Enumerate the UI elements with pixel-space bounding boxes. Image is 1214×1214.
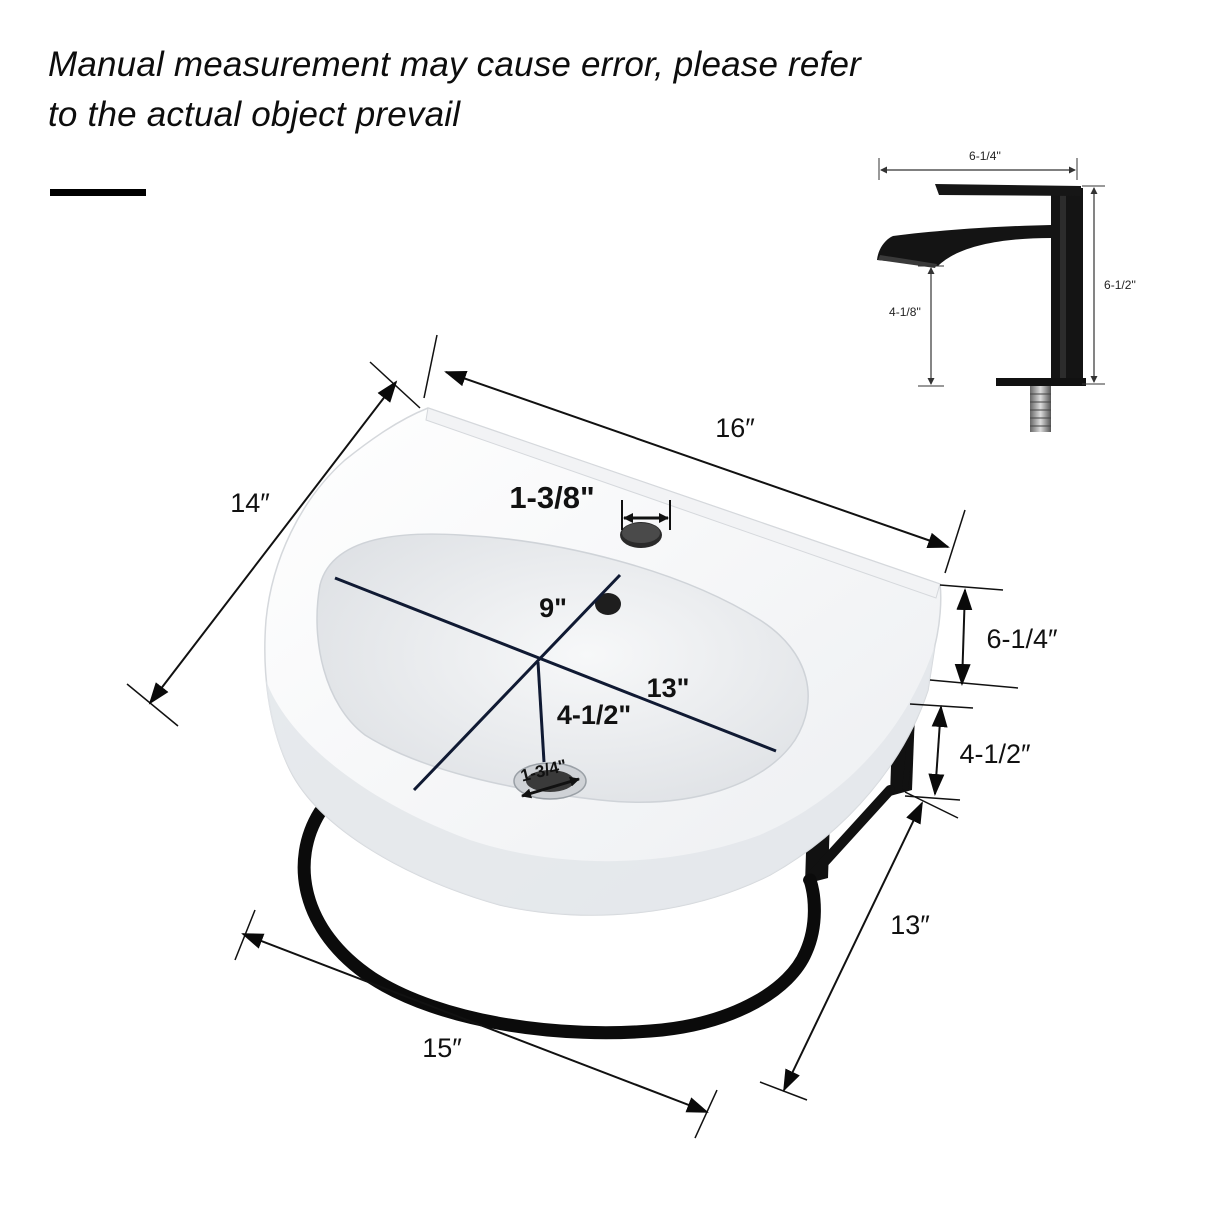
- bowl-depth-label: 9": [539, 593, 567, 623]
- measurement-notice-line-1: Manual measurement may cause error, plea…: [48, 45, 862, 84]
- frame-gap-label: 4-1/2″: [959, 739, 1031, 769]
- faucet-width-label: 6-1/4'': [969, 149, 1001, 163]
- faucet-body: [1051, 188, 1083, 380]
- sink-front-height-label: 6-1/4″: [986, 624, 1058, 654]
- faucet-stem: [1030, 386, 1051, 432]
- frame-depth-dimension-line: [783, 801, 923, 1092]
- frame-width-dimension-line: [241, 933, 709, 1113]
- sink-depth-label: 14″: [230, 488, 270, 518]
- frame-width-label: 15″: [422, 1033, 462, 1063]
- measurement-notice-line-2: to the actual object prevail: [48, 95, 461, 134]
- faucet-height-label: 6-1/2'': [1104, 278, 1136, 292]
- faucet-lever: [935, 184, 1081, 196]
- measurement-notice: Manual measurement may cause error, plea…: [48, 40, 948, 140]
- sink-width-label: 16″: [715, 413, 755, 443]
- bowl-depth-guide: [412, 573, 622, 792]
- heading-underline: [50, 189, 146, 196]
- bowl-length-guide: [334, 576, 777, 753]
- overflow-hole: [595, 593, 621, 615]
- sink-width-dimension-line: [444, 371, 950, 548]
- sink-front-skirt: [266, 645, 935, 915]
- frame-depth-label: 13″: [890, 910, 930, 940]
- faucet-spout: [877, 225, 1051, 266]
- frame-gap-dimension-line: [928, 705, 948, 796]
- drain-offset-guide: [536, 661, 546, 763]
- sink-depth-dimension-line: [148, 380, 398, 705]
- faucet-base: [996, 378, 1086, 386]
- bowl-length-label: 13": [647, 673, 690, 703]
- faucet-hole-label: 1-3/8": [509, 480, 594, 515]
- sink-dimensions: 16″ 14″ 6-1/4″ 4-1/2″ 13″ 15″: [126, 334, 1058, 1139]
- drain-diameter-dimension-line: [521, 776, 580, 799]
- interior-labels: 1-3/8" 9" 13" 4-1/2" 1-3/4": [509, 480, 689, 786]
- drain-offset-label: 4-1/2": [557, 700, 631, 730]
- faucet-spout-height-label: 4-1/8'': [889, 305, 921, 319]
- sink-front-height-dimension-line: [954, 588, 973, 686]
- faucet-illustration: 6-1/4'' 6-1/2'' 4-1/8'': [877, 149, 1136, 432]
